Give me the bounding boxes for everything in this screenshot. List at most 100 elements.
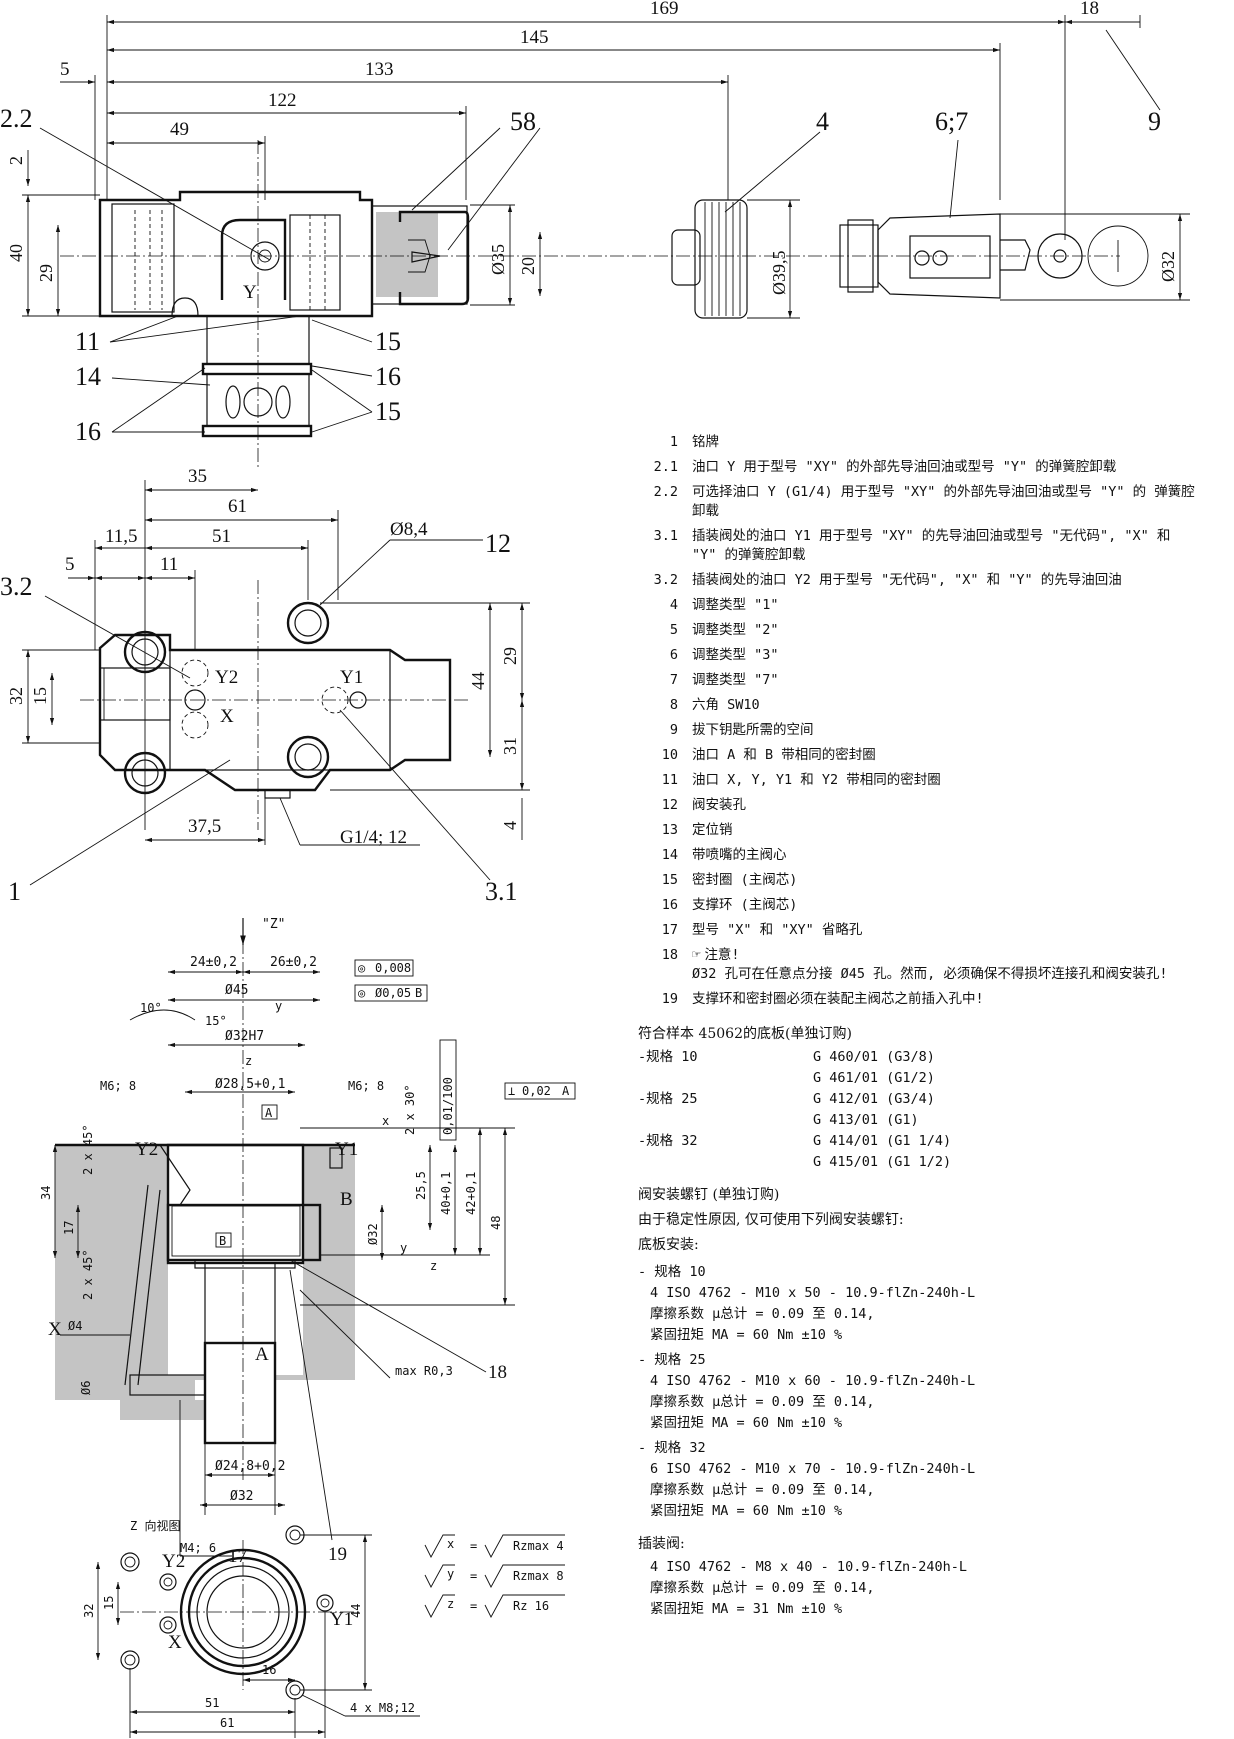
surf-sym-x: x [447,1537,454,1551]
legend-item: 18☞注意!Ø32 孔可在任意点分接 Ø45 孔。然而, 必须确保不得损坏连接孔… [638,943,1198,987]
dim-17: 17 [62,1221,76,1235]
z-thread: 4 x M8;12 [350,1701,415,1715]
mid-view: 35 61 11,5 51 Ø8,4 12 5 11 3.2 [0,466,530,906]
dim-29: 29 [36,264,56,282]
legend-text: 调整类型 "7" [692,672,779,688]
subplate-size [638,1110,813,1131]
legend-text: 拔下钥匙所需的空间 [692,722,814,738]
legend-number: 2.1 [653,459,678,475]
callout-15b: 15 [375,397,401,426]
legend-text: 支撑环和密封圈必须在装配主阀芯之前插入孔中! [692,991,984,1007]
tol-0-01-100: 0,01/100 [441,1077,455,1135]
dim-g1-4: G1/4; 12 [340,827,407,848]
cartridge-label: 插装阀: [638,1536,685,1552]
svg-text:=: = [470,1599,477,1613]
note-body: Ø32 孔可在任意点分接 Ø45 孔。然而, 必须确保不得损坏连接孔和阀安装孔! [692,966,1168,982]
callout-18: 18 [488,1362,507,1383]
svg-text:=: = [470,1569,477,1583]
subplate-part: G 460/01 (G3/8) [813,1049,935,1065]
legend-text: ☞注意!Ø32 孔可在任意点分接 Ø45 孔。然而, 必须确保不得损坏连接孔和阀… [692,943,1198,987]
sec-a-label: A [255,1344,269,1365]
tol-ref-b: B [415,986,422,1000]
dim-d6: Ø6 [79,1381,93,1395]
subplate-size [638,1152,813,1173]
z-view: Z 向视图 Y2 X Y1 32 15 44 16 51 61 4 x M8; [82,1518,420,1738]
dim-11: 11 [160,554,178,575]
dim-51: 51 [212,526,231,547]
callout-3-2: 3.2 [0,572,33,601]
callout-15a: 15 [375,327,401,356]
screw-torque: 紧固扭矩 MA = 60 Nm ±10 % [650,1503,843,1519]
legend-text: 调整类型 "2" [692,622,779,638]
dim-49: 49 [170,119,189,140]
callout-4: 4 [816,107,829,136]
legend-number: 8 [669,697,678,713]
legend-number: 12 [661,797,678,813]
dim-35: 35 [188,466,207,487]
dim-2x30: 2 x 30° [403,1084,417,1135]
tol-0-05: Ø0,05 [375,986,411,1000]
dim-42-tol: 42+0,1 [464,1172,478,1215]
legend-text: 油口 Y 用于型号 "XY" 的外部先导油回油或型号 "Y" 的弹簧腔卸载 [692,459,1117,475]
legend-text: 带喷嘴的主阀心 [692,847,787,863]
callout-3-1: 3.1 [485,877,518,906]
subplate-size: -规格 10 [638,1049,698,1065]
surf-val-y: Rzmax 8 [513,1569,564,1583]
port-y-label: Y [243,282,257,303]
legend-text: 插装阀处的油口 Y1 用于型号 "XY" 的先导油回油或型号 "无代码", "X… [692,528,1171,563]
dim-20: 20 [518,257,538,275]
cartridge-spec: 4 ISO 4762 - M8 x 40 - 10.9-flZn-240h-L [650,1559,967,1575]
screws-section: 阀安装螺钉 (单独订购) 由于稳定性原因, 仅可使用下列阀安装螺钉: 底板安装:… [638,1183,1198,1620]
legend-number: 6 [669,647,678,663]
z-view-title: Z 向视图 [130,1518,180,1533]
subplate-row: -规格 10 G 460/01 (G3/8) [638,1047,1198,1068]
dim-32b: 32 [6,687,26,705]
legend-number: 9 [669,722,678,738]
surf-sym-z: z [447,1597,454,1611]
screw-friction: 摩擦系数 μ总计 = 0.09 至 0.14, [650,1394,875,1410]
legend-text: 插装阀处的油口 Y2 用于型号 "无代码", "X" 和 "Y" 的先导油回油 [692,572,1122,588]
dim-d45: Ø45 [225,983,248,998]
screws-title: 阀安装螺钉 (单独订购) [638,1187,780,1203]
max-r03: max R0,3 [395,1364,453,1378]
screw-size: - 规格 25 [638,1352,706,1368]
legend-text: 支撑环 (主阀芯) [692,897,798,913]
dim-24-tol: 24±0,2 [190,955,237,970]
z-y1-label: Y1 [330,1609,353,1630]
legend-text: 密封圈 (主阀芯) [692,872,798,888]
dim-40: 40 [6,244,26,262]
legend-number: 14 [661,847,678,863]
legend-item: 2.1 油口 Y 用于型号 "XY" 的外部先导油回油或型号 "Y" 的弹簧腔卸载 [638,455,1198,480]
dim-169: 169 [650,0,679,19]
screw-friction: 摩擦系数 μ总计 = 0.09 至 0.14, [650,1306,875,1322]
legend-text: 油口 X, Y, Y1 和 Y2 带相同的密封圈 [692,772,941,788]
svg-text:◎: ◎ [358,961,365,975]
dim-11-5: 11,5 [105,526,138,547]
dim-d32-sec: Ø32 [366,1223,380,1245]
subplate-part: G 415/01 (G1 1/2) [813,1154,952,1170]
screw-torque: 紧固扭矩 MA = 60 Nm ±10 % [650,1327,843,1343]
z-y2-label: Y2 [162,1551,185,1572]
legend-number: 10 [661,747,678,763]
screw-spec: 4 ISO 4762 - M10 x 50 - 10.9-flZn-240h-L [650,1285,976,1301]
z-dim-51: 51 [205,1696,219,1710]
subplate-row: G 413/01 (G1) [638,1110,1198,1131]
subplate-title: 符合样本 45062的底板(单独订购) [638,1026,852,1042]
svg-text:◎: ◎ [358,986,365,1000]
ref-a-box: A [265,1106,273,1120]
legend-text: 油口 A 和 B 带相同的密封圈 [692,747,876,763]
legend-number: 11 [661,772,678,788]
